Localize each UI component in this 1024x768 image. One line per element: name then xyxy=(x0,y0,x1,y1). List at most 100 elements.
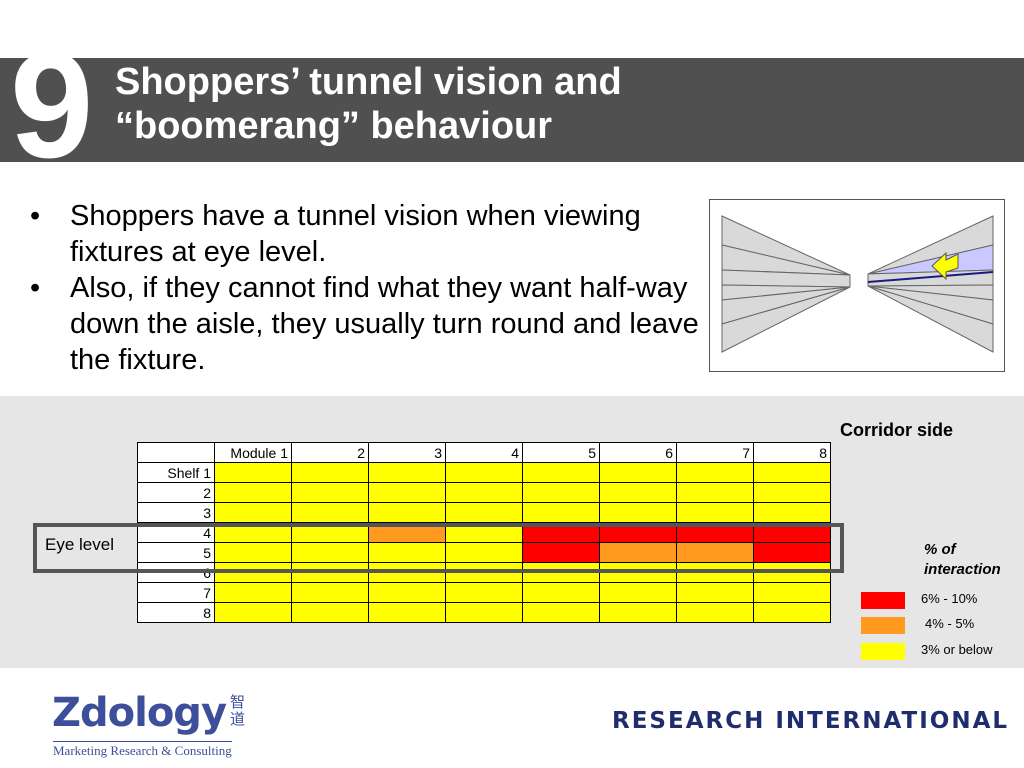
heat-cell xyxy=(599,542,677,563)
aisle-diagram xyxy=(709,199,1005,372)
bullet-item: •Shoppers have a tunnel vision when view… xyxy=(30,200,641,268)
column-header-6: 6 xyxy=(599,442,677,463)
slide-title: Shoppers’ tunnel vision and “boomerang” … xyxy=(115,60,815,148)
heat-cell xyxy=(599,482,677,503)
heat-cell xyxy=(676,482,754,503)
heat-cell xyxy=(599,502,677,523)
heat-cell xyxy=(522,542,600,563)
heat-cell xyxy=(291,542,369,563)
heat-cell xyxy=(291,482,369,503)
table-row: Shelf 1 xyxy=(137,462,831,483)
heat-cell xyxy=(291,502,369,523)
heat-cell xyxy=(214,542,292,563)
zdology-wordmark: Zdology xyxy=(52,690,227,736)
heat-cell xyxy=(522,462,600,483)
heat-cell xyxy=(368,502,446,523)
heat-cell xyxy=(214,502,292,523)
heat-cell xyxy=(676,602,754,623)
heat-cell xyxy=(522,502,600,523)
heat-cell xyxy=(753,502,831,523)
legend-label-low: 3% or below xyxy=(921,642,993,657)
heat-cell xyxy=(214,462,292,483)
heat-cell xyxy=(676,582,754,603)
heat-cell xyxy=(753,542,831,563)
heat-cell xyxy=(368,542,446,563)
table-row: 8 xyxy=(137,602,831,623)
zdology-chinese-mark: 智道 xyxy=(230,693,246,728)
zdology-tagline: Marketing Research & Consulting xyxy=(53,741,232,758)
row-label-4: 4 xyxy=(137,522,215,543)
heat-cell xyxy=(291,602,369,623)
heat-cell xyxy=(214,602,292,623)
table-row: 4 xyxy=(137,522,831,543)
row-label-3: 3 xyxy=(137,502,215,523)
column-header-5: 5 xyxy=(522,442,600,463)
legend-label-high: 6% - 10% xyxy=(921,591,978,606)
legend-swatch-high xyxy=(861,592,905,609)
heat-cell xyxy=(522,482,600,503)
heat-cell xyxy=(291,582,369,603)
heat-cell xyxy=(214,582,292,603)
legend-title: % of interaction xyxy=(924,541,1001,578)
slide-title-line-1: Shoppers’ tunnel vision and xyxy=(115,61,622,103)
heat-cell xyxy=(753,582,831,603)
column-header-3: 3 xyxy=(368,442,446,463)
column-header-1: Module 1 xyxy=(214,442,292,463)
heat-cell xyxy=(753,482,831,503)
heat-cell xyxy=(753,462,831,483)
column-header-4: 4 xyxy=(445,442,523,463)
title-bar xyxy=(0,58,1024,162)
row-label-5: 5 xyxy=(137,542,215,563)
eye-level-frame xyxy=(33,523,844,573)
heat-cell xyxy=(445,582,523,603)
bullet-item: •Also, if they cannot find what they wan… xyxy=(30,272,699,376)
heat-cell xyxy=(368,582,446,603)
heat-cell xyxy=(368,602,446,623)
slide-title-line-2: “boomerang” behaviour xyxy=(115,105,553,147)
table-row: 3 xyxy=(137,502,831,523)
heat-cell xyxy=(291,462,369,483)
column-header-8: 8 xyxy=(753,442,831,463)
heat-cell xyxy=(445,602,523,623)
research-international-logo: RESEARCH INTERNATIONAL xyxy=(612,708,1010,734)
heat-cell xyxy=(368,482,446,503)
heat-cell xyxy=(599,582,677,603)
bullet-list: •Shoppers have a tunnel vision when view… xyxy=(30,198,700,378)
heat-cell xyxy=(522,602,600,623)
heat-cell xyxy=(445,502,523,523)
legend-swatch-mid xyxy=(861,617,905,634)
heat-cell xyxy=(214,482,292,503)
slide-number: 9 xyxy=(10,21,93,189)
row-label-7: 7 xyxy=(137,582,215,603)
heat-cell xyxy=(599,602,677,623)
heat-cell xyxy=(445,522,523,543)
heat-cell xyxy=(599,462,677,483)
table-row: 7 xyxy=(137,582,831,603)
eye-level-label: Eye level xyxy=(45,535,114,554)
heat-cell xyxy=(522,582,600,603)
turn-arrow-icon xyxy=(931,251,959,281)
heat-cell xyxy=(445,462,523,483)
heat-cell xyxy=(368,462,446,483)
legend-swatch-low xyxy=(861,643,905,660)
heat-cell xyxy=(753,602,831,623)
row-label-1: Shelf 1 xyxy=(137,462,215,483)
legend-label-mid: 4% - 5% xyxy=(925,616,975,631)
heat-cell xyxy=(676,462,754,483)
table-corner-cell xyxy=(137,442,215,463)
heat-cell xyxy=(291,522,369,543)
column-header-7: 7 xyxy=(676,442,754,463)
table-row: 5 xyxy=(137,542,831,563)
aisle-perspective-illustration xyxy=(721,215,994,353)
table-row: 2 xyxy=(137,482,831,503)
corridor-label: Corridor side xyxy=(840,420,954,440)
heat-cell xyxy=(676,502,754,523)
heat-cell xyxy=(445,482,523,503)
heat-cell xyxy=(676,522,754,543)
column-header-2: 2 xyxy=(291,442,369,463)
row-label-2: 2 xyxy=(137,482,215,503)
row-label-8: 8 xyxy=(137,602,215,623)
